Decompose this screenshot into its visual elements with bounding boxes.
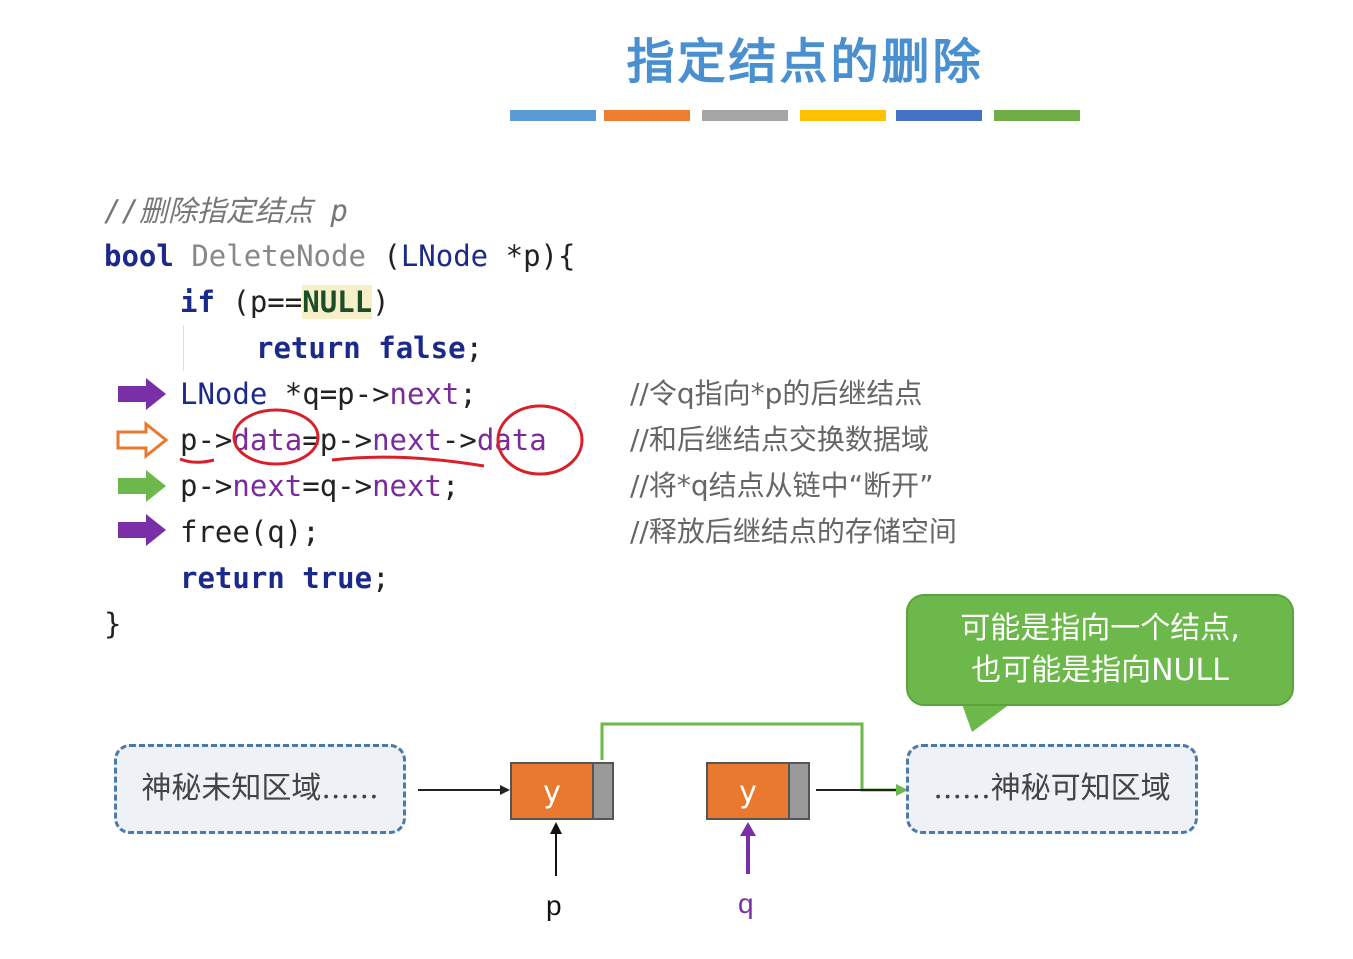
code-comment: //令q指向*p的后继结点: [630, 377, 923, 410]
arrowhead-icon: [896, 784, 908, 796]
bubble-tail: [962, 704, 1010, 732]
code-text: ;: [459, 377, 477, 411]
code-comment: //和后继结点交换数据域: [630, 423, 929, 456]
red-circle-annotation: [232, 408, 320, 466]
q-pointer-label: q: [738, 888, 754, 919]
code-text: *p){: [488, 239, 576, 273]
code-comment-header: //删除指定结点 p: [104, 194, 348, 228]
code-text: ): [372, 285, 390, 319]
function-name: DeleteNode: [191, 239, 366, 273]
code-line-5: p->data=p->next->data: [180, 417, 547, 463]
arrowhead-icon: [500, 785, 510, 795]
keyword: true: [302, 561, 373, 595]
keyword: return: [256, 331, 361, 365]
keyword: false: [378, 331, 466, 365]
code-line-6: p->next=q->next;: [180, 463, 459, 509]
title-bar-segment: [994, 110, 1080, 121]
right-known-region: ......神秘可知区域: [906, 744, 1198, 834]
null-literal: NULL: [302, 285, 373, 319]
red-underline-annotation: [179, 457, 215, 464]
node-data-field: y: [706, 762, 788, 820]
bubble-line: 可能是指向一个结点,: [960, 611, 1240, 646]
title-bar-segment: [896, 110, 982, 121]
type-name: LNode: [400, 239, 489, 273]
code-text: ;: [372, 561, 390, 595]
q-pointer-arrowhead-icon: [740, 822, 756, 836]
code-line-4: LNode *q=p->next;: [180, 371, 477, 417]
p-pointer-label: p: [546, 890, 562, 921]
title-bar-segment: [800, 110, 886, 121]
member-name: next: [232, 469, 303, 503]
title-bar-segment: [702, 110, 788, 121]
red-underline-annotation: [331, 455, 485, 468]
node-next-field: [592, 762, 614, 820]
title-bar-segment: [604, 110, 690, 121]
member-name: data: [476, 423, 547, 457]
keyword: bool: [104, 239, 174, 273]
code-text: =p->: [302, 423, 373, 457]
code-line-9: }: [104, 607, 122, 641]
speech-bubble: 可能是指向一个结点, 也可能是指向NULL: [906, 594, 1294, 706]
member-name: data: [232, 423, 303, 457]
page-title: 指定结点的删除: [626, 34, 984, 90]
indent-guide: [183, 325, 184, 371]
code-line-2: if (p==NULL): [180, 279, 390, 325]
code-text: ;: [441, 469, 460, 503]
code-comment: //将*q结点从链中“断开”: [630, 469, 934, 502]
step-arrow-icon: [118, 470, 166, 502]
member-name: next: [389, 377, 460, 411]
title-bar-segment: [510, 110, 596, 121]
code-line-8: return true;: [180, 555, 390, 601]
step-arrow-icon: [118, 378, 166, 410]
code-text: *q=p->: [267, 377, 390, 411]
member-name: next: [372, 423, 442, 457]
code-text: (: [365, 239, 401, 273]
code-text: p->: [180, 469, 233, 503]
p-pointer-arrowhead-icon: [550, 822, 562, 834]
code-line-3: return false;: [256, 325, 483, 371]
node-data-field: y: [510, 762, 592, 820]
keyword: if: [180, 285, 215, 319]
code-text: ->: [441, 423, 477, 457]
left-unknown-region: 神秘未知区域......: [114, 744, 406, 834]
code-comment: //释放后继结点的存储空间: [630, 515, 957, 548]
red-circle-annotation: [496, 404, 584, 476]
code-text: p->: [180, 423, 233, 457]
code-text: =q->: [302, 469, 373, 503]
step-arrow-icon: [118, 514, 166, 546]
code-text: (p==: [214, 285, 303, 319]
step-arrow-outline-icon: [116, 420, 169, 460]
bubble-line: 也可能是指向NULL: [971, 653, 1229, 688]
code-text: ;: [465, 331, 484, 365]
code-line-1: bool DeleteNode (LNode *p){: [104, 233, 575, 279]
keyword: return: [180, 561, 285, 595]
node-next-field: [788, 762, 810, 820]
member-name: next: [372, 469, 442, 503]
code-line-7: free(q);: [180, 515, 320, 549]
type-name: LNode: [180, 377, 268, 411]
